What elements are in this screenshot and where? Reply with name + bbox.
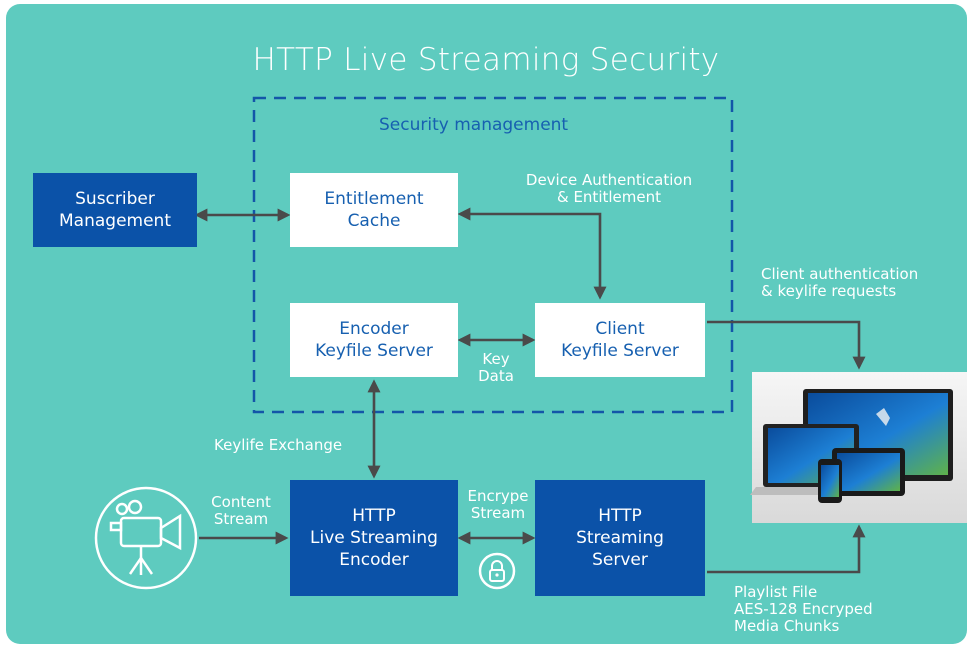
encoder-keyfile-line-2: Keyfile Server: [315, 341, 433, 361]
arrow-entitlement-client: [457, 207, 607, 300]
encoder-line-2: Live Streaming: [310, 528, 438, 548]
encoder-keyfile-line-1: Encoder: [339, 319, 409, 339]
http-streaming-server-box: HTTP Streaming Server: [535, 480, 705, 596]
client-auth-label: Client authentication & keylife requests: [761, 265, 919, 300]
http-live-streaming-encoder-box: HTTP Live Streaming Encoder: [290, 480, 458, 596]
subscriber-line-1: Suscriber: [75, 189, 155, 209]
device-auth-label: Device Authentication & Entitlement: [525, 171, 693, 206]
encoder-line-1: HTTP: [352, 506, 396, 526]
keylife-exchange-label: Keylife Exchange: [214, 436, 343, 454]
entitlement-line-2: Cache: [347, 211, 401, 231]
security-management-group: [252, 96, 734, 414]
devices-image: [750, 372, 967, 523]
server-line-1: HTTP: [598, 506, 642, 526]
entitlement-cache-box: Entitlement Cache: [290, 173, 458, 247]
playlist-label: Playlist File AES-128 Encryped Media Chu…: [734, 583, 873, 635]
lock-icon: [478, 552, 516, 590]
arrow-client-devices: [707, 320, 866, 370]
arrow-server-devices: [707, 524, 866, 574]
client-keyfile-server-box: Client Keyfile Server: [535, 303, 705, 377]
server-line-2: Streaming: [576, 528, 664, 548]
encrypted-stream-label: Encrype Stream: [467, 487, 529, 522]
entitlement-line-1: Entitlement: [324, 189, 424, 209]
content-stream-label: Content Stream: [211, 493, 271, 528]
client-keyfile-line-2: Keyfile Server: [561, 341, 679, 361]
video-camera-icon: [94, 486, 198, 590]
encoder-line-3: Encoder: [339, 550, 409, 570]
diagram-graphics: [94, 96, 967, 590]
diagram-canvas: HTTP Live Streaming Security: [6, 4, 967, 644]
page-title: HTTP Live Streaming Security: [252, 42, 720, 78]
server-line-3: Server: [592, 550, 648, 570]
subscriber-management-box: Suscriber Management: [33, 173, 197, 247]
key-data-label: Key Data: [478, 350, 514, 385]
encoder-keyfile-server-box: Encoder Keyfile Server: [290, 303, 458, 377]
client-keyfile-line-1: Client: [595, 319, 645, 339]
security-management-label: Security management: [379, 115, 569, 135]
subscriber-line-2: Management: [59, 211, 171, 231]
